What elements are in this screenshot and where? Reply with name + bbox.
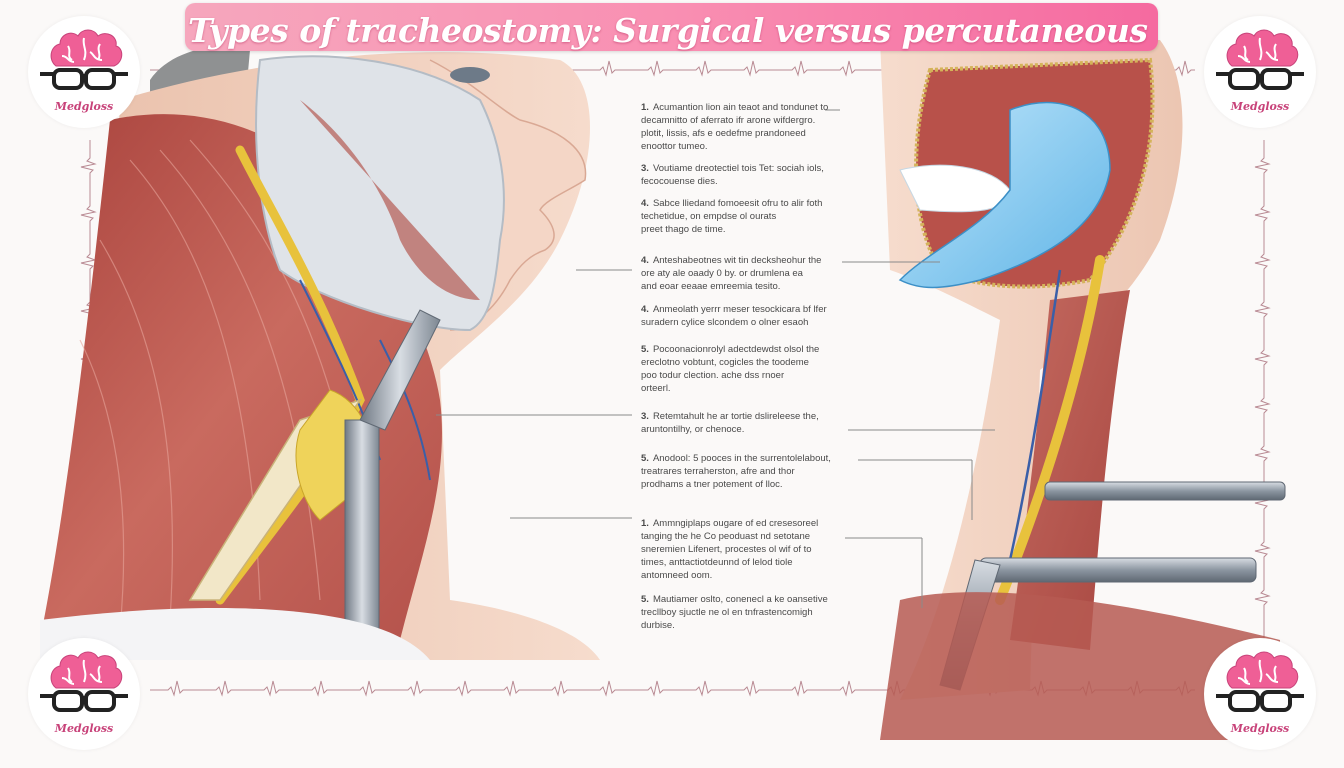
note-10: 5.Mautiamer oslto, conenecl a ke oanseti…: [641, 594, 828, 631]
brand-logo-top-right: Medgloss: [1204, 16, 1316, 128]
brain-glasses-icon: [40, 651, 128, 712]
drape-shape: [40, 608, 430, 660]
note-2: 3.Voutiame dreotectiel tois Tet: sociah …: [641, 163, 824, 187]
brand-logo-bottom-right: Medgloss: [1204, 638, 1316, 750]
chest-muscle: [880, 592, 1280, 740]
note-4: 4.Anteshabeotnes wit tin decksheohur the…: [641, 255, 822, 292]
brand-wordmark: Medgloss: [1230, 722, 1290, 735]
surgical-instrument-tip: [359, 309, 441, 431]
note-9: 1.Ammngiplaps ougare of ed cresesoreel t…: [641, 518, 819, 581]
title-banner: [185, 3, 1158, 51]
page-title: Types of tracheostomy: Surgical versus p…: [188, 11, 1158, 50]
dilator-instrument: [1044, 481, 1286, 501]
endotracheal-tube: [898, 101, 1111, 289]
vein-line-right: [1008, 269, 1062, 561]
percutaneous-tracheostomy-illustration: [880, 40, 1286, 740]
note-5: 4.Anmeolath yerrr meser tesockicara bf l…: [641, 304, 827, 328]
surgical-instrument-shaft: [344, 419, 380, 651]
brain-glasses-icon: [1216, 29, 1304, 90]
note-3: 4.Sabce lliedand fomoeesit ofru to alir …: [641, 198, 823, 235]
note-1: 1.Acumantion lion ain teaot and tondunet…: [641, 102, 829, 152]
surgical-tracheostomy-illustration: [40, 46, 600, 660]
note-7: 3.Retemtahult he ar tortie dslireleese t…: [641, 411, 819, 435]
brand-wordmark: Medgloss: [1230, 100, 1290, 113]
brand-wordmark: Medgloss: [54, 722, 114, 735]
note-8: 5.Anodool: 5 pooces in the surrentolelab…: [641, 453, 831, 490]
brand-logo-top-left: Medgloss: [28, 16, 140, 128]
note-6: 5.Pocoonacionrolyl adectdewdst olsol the…: [641, 344, 820, 394]
eye-shape: [450, 67, 490, 83]
brand-wordmark: Medgloss: [54, 100, 114, 113]
brand-logo-bottom-left: Medgloss: [28, 638, 140, 750]
brain-glasses-icon: [40, 29, 128, 90]
brain-glasses-icon: [1216, 651, 1304, 712]
